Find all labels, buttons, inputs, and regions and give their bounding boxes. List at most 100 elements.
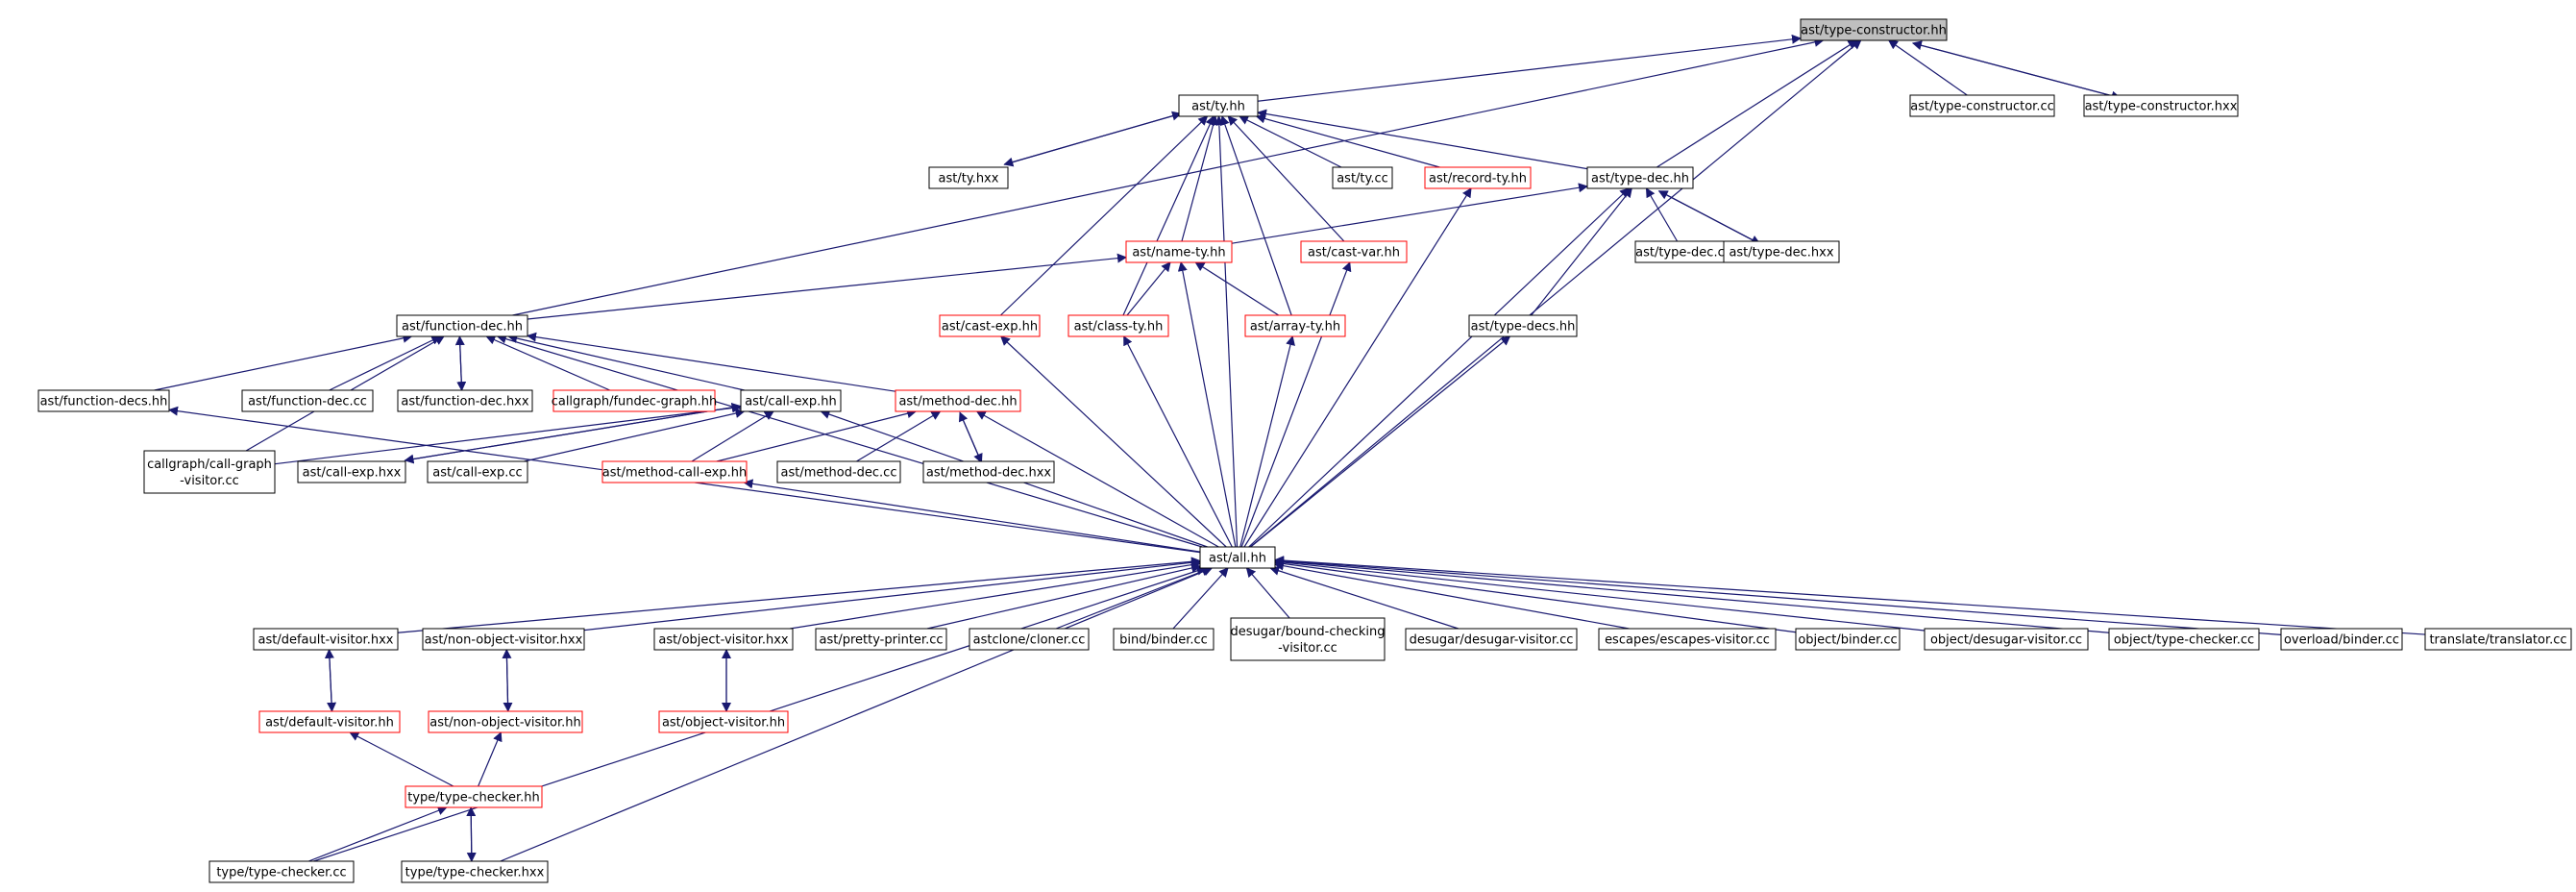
include-edge-ty_hh-to-type_constructor_hh [1257, 34, 1802, 102]
file-node-class-ty-hh[interactable]: ast/class-ty.hh [1067, 314, 1169, 337]
file-node-non-object-visitor-hh[interactable]: ast/non-object-visitor.hh [428, 710, 583, 733]
file-node-label: type/type-checker.hh [407, 791, 540, 805]
file-node-label: ast/call-exp.hh [745, 395, 837, 409]
file-node-box [1468, 314, 1578, 337]
file-node-call-graph-visitor-cc[interactable]: callgraph/call-graph-visitor.cc [143, 450, 276, 494]
file-node-overload-binder-cc[interactable]: overload/binder.cc [2280, 628, 2403, 651]
file-node-object-binder-cc[interactable]: object/binder.cc [1795, 628, 1901, 651]
file-node-label: object/desugar-visitor.cc [1930, 633, 2082, 648]
include-edge-desugar_visitor_cc-to-all_hh [1269, 565, 1460, 630]
file-node-object-visitor-hxx[interactable]: ast/object-visitor.hxx [653, 628, 794, 651]
file-node-label: ast/object-visitor.hxx [658, 633, 789, 648]
include-edge-class_ty_hh-to-ty_hh [1122, 115, 1214, 316]
file-node-cast-exp-hh[interactable]: ast/cast-exp.hh [939, 314, 1041, 337]
file-node-bind-binder-cc[interactable]: bind/binder.cc [1113, 628, 1214, 651]
include-edge-ty_hh-to-ty_hxx [1003, 112, 1182, 167]
include-edge-escapes_visitor_cc-to-all_hh [1274, 560, 1630, 630]
file-node-default-visitor-hh[interactable]: ast/default-visitor.hh [258, 710, 401, 733]
include-edge-type_dec_hh-to-type_constructor_hh [1656, 39, 1858, 168]
include-edge-translator_cc-to-all_hh [1274, 556, 2426, 635]
file-node-label: type/type-checker.hxx [405, 866, 545, 880]
file-node-label: ast/default-visitor.hxx [258, 633, 394, 648]
include-edge-call_exp_hh-to-call_exp_hxx [404, 405, 741, 464]
file-node-label: ast/pretty-printer.cc [820, 633, 944, 648]
file-node-ty-hh[interactable]: ast/ty.hh [1178, 94, 1259, 117]
file-node-fundec-graph-hh[interactable]: callgraph/fundec-graph.hh [552, 389, 718, 412]
include-edge-function_dec_hh-to-function_dec_hxx [456, 336, 467, 392]
file-node-cast-var-hh[interactable]: ast/cast-var.hh [1300, 240, 1408, 263]
file-node-array-ty-hh[interactable]: ast/array-ty.hh [1244, 314, 1346, 337]
file-node-label: ast/ty.cc [1337, 172, 1388, 186]
file-node-translator-cc[interactable]: translate/translator.cc [2424, 628, 2572, 651]
file-node-type-constructor-hxx[interactable]: ast/type-constructor.hxx [2083, 94, 2239, 117]
file-node-desugar-visitor-cc[interactable]: desugar/desugar-visitor.cc [1405, 628, 1578, 651]
file-node-type-dec-hxx[interactable]: ast/type-dec.hxx [1723, 240, 1840, 263]
file-node-type-constructor-cc[interactable]: ast/type-constructor.cc [1909, 94, 2055, 117]
include-edge-method_dec_cc-to-method_dec_hh [856, 410, 942, 462]
file-node-label: ast/method-dec.hh [898, 395, 1017, 409]
file-node-all-hh[interactable]: ast/all.hh [1199, 546, 1276, 569]
file-node-label: type/type-checker.cc [216, 866, 346, 880]
file-node-box [1125, 240, 1233, 263]
include-edge-all_hh-to-cast_var_hh [1240, 261, 1352, 548]
file-node-box [2280, 628, 2403, 651]
file-node-label: ast/function-dec.cc [248, 395, 367, 409]
file-node-box [241, 389, 374, 412]
dependency-edges [154, 34, 2426, 863]
file-node-call-exp-hxx[interactable]: ast/call-exp.hxx [297, 460, 406, 483]
file-node-bound-checking-visitor-cc[interactable]: desugar/bound-checking-visitor.cc [1230, 617, 1386, 661]
file-node-non-object-visitor-hxx[interactable]: ast/non-object-visitor.hxx [422, 628, 585, 651]
file-node-type-checker-hxx[interactable]: type/type-checker.hxx [401, 860, 549, 883]
file-node-box [895, 389, 1021, 412]
file-node-type-checker-cc[interactable]: type/type-checker.cc [209, 860, 355, 883]
file-node-pretty-printer-cc[interactable]: ast/pretty-printer.cc [815, 628, 947, 651]
file-node-ty-cc[interactable]: ast/ty.cc [1332, 166, 1393, 189]
file-node-record-ty-hh[interactable]: ast/record-ty.hh [1424, 166, 1532, 189]
include-edge-all_hh-to-record_ty_hh [1243, 187, 1472, 548]
include-edge-call_exp_cc-to-call_exp_hh [524, 409, 746, 462]
file-node-box [405, 785, 543, 808]
file-node-label: translate/translator.cc [2429, 633, 2566, 648]
file-node-label: ast/type-dec.cc [1635, 246, 1731, 260]
include-edge-overload_binder_cc-to-all_hh [1274, 556, 2282, 635]
file-node-call-exp-hh[interactable]: ast/call-exp.hh [740, 389, 842, 412]
file-node-box [1199, 546, 1276, 569]
file-node-method-call-exp-hh[interactable]: ast/method-call-exp.hh [601, 460, 748, 483]
file-node-box [928, 166, 1009, 189]
file-node-box [1067, 314, 1169, 337]
file-node-ty-hxx[interactable]: ast/ty.hxx [928, 166, 1009, 189]
include-edge-all_hh-to-ty_hh [1214, 115, 1239, 548]
file-node-function-dec-cc[interactable]: ast/function-dec.cc [241, 389, 374, 412]
include-edge-all_hh-to-type_dec_hh [1248, 187, 1631, 548]
file-node-label: callgraph/fundec-graph.hh [552, 395, 718, 409]
file-node-box [815, 628, 947, 651]
file-node-type-decs-hh[interactable]: ast/type-decs.hh [1468, 314, 1578, 337]
file-node-object-type-checker-cc[interactable]: object/type-checker.cc [2108, 628, 2260, 651]
file-node-object-visitor-hh[interactable]: ast/object-visitor.hh [658, 710, 789, 733]
file-node-label: ast/type-constructor.hxx [2085, 100, 2238, 114]
file-node-call-exp-cc[interactable]: ast/call-exp.cc [427, 460, 528, 483]
file-node-method-dec-hxx[interactable]: ast/method-dec.hxx [922, 460, 1055, 483]
file-node-label: callgraph/call-graph [147, 458, 272, 472]
include-edge-method_dec_hh-to-function_dec_hh [527, 332, 896, 392]
file-node-default-visitor-hxx[interactable]: ast/default-visitor.hxx [253, 628, 399, 651]
include-edge-type_checker_hh-to-non_object_visitor_hh [478, 731, 503, 787]
file-node-label: ast/object-visitor.hh [662, 716, 785, 731]
include-edge-record_ty_hh-to-ty_hh [1255, 113, 1440, 168]
file-node-box [1924, 628, 2089, 651]
file-node-box [776, 460, 901, 483]
file-node-escapes-visitor-cc[interactable]: escapes/escapes-visitor.cc [1598, 628, 1777, 651]
file-node-method-dec-cc[interactable]: ast/method-dec.cc [776, 460, 901, 483]
file-node-function-decs-hh[interactable]: ast/function-decs.hh [37, 389, 170, 412]
file-node-box [37, 389, 170, 412]
file-node-label: ast/type-constructor.cc [1910, 100, 2054, 114]
file-node-type-checker-hh[interactable]: type/type-checker.hh [405, 785, 543, 808]
file-node-object-desugar-visitor-cc[interactable]: object/desugar-visitor.cc [1924, 628, 2089, 651]
file-node-type-dec-cc[interactable]: ast/type-dec.cc [1634, 240, 1732, 263]
file-node-function-dec-hxx[interactable]: ast/function-dec.hxx [397, 389, 533, 412]
file-node-name-ty-hh[interactable]: ast/name-ty.hh [1125, 240, 1233, 263]
file-node-method-dec-hh[interactable]: ast/method-dec.hh [895, 389, 1021, 412]
file-node-function-dec-hh[interactable]: ast/function-dec.hh [396, 314, 528, 337]
file-node-cloner-cc[interactable]: astclone/cloner.cc [969, 628, 1090, 651]
file-node-type-dec-hh[interactable]: ast/type-dec.hh [1586, 166, 1694, 189]
